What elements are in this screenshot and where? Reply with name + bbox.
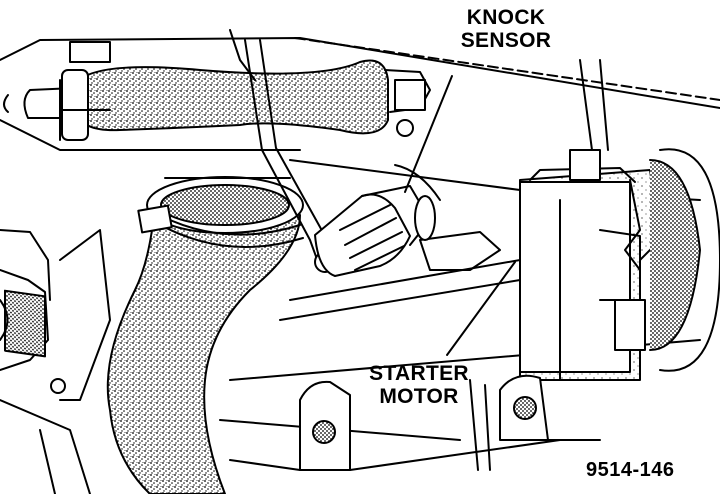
manifold-bosses — [229, 374, 561, 471]
starter-motor-label-line-1: STARTER — [369, 362, 469, 385]
left-engine-structure — [0, 229, 111, 494]
starter-motor-leader-line — [446, 261, 516, 356]
upper-heater-hose — [3, 41, 431, 141]
knock-sensor — [314, 164, 441, 277]
figure-number: 9514-146 — [586, 459, 675, 481]
knock-sensor-label-line-1: KNOCK — [466, 6, 546, 29]
knock-sensor-label: KNOCK SENSOR — [450, 6, 562, 52]
knock-sensor-label-line-2: SENSOR — [460, 29, 552, 52]
knock-sensor-leader-line — [404, 75, 453, 193]
starter-motor-label-line-2: MOTOR — [379, 385, 459, 408]
starter-motor-label: STARTER MOTOR — [368, 362, 470, 408]
lower-radiator-hose — [106, 176, 304, 494]
starter-motor — [519, 59, 720, 441]
